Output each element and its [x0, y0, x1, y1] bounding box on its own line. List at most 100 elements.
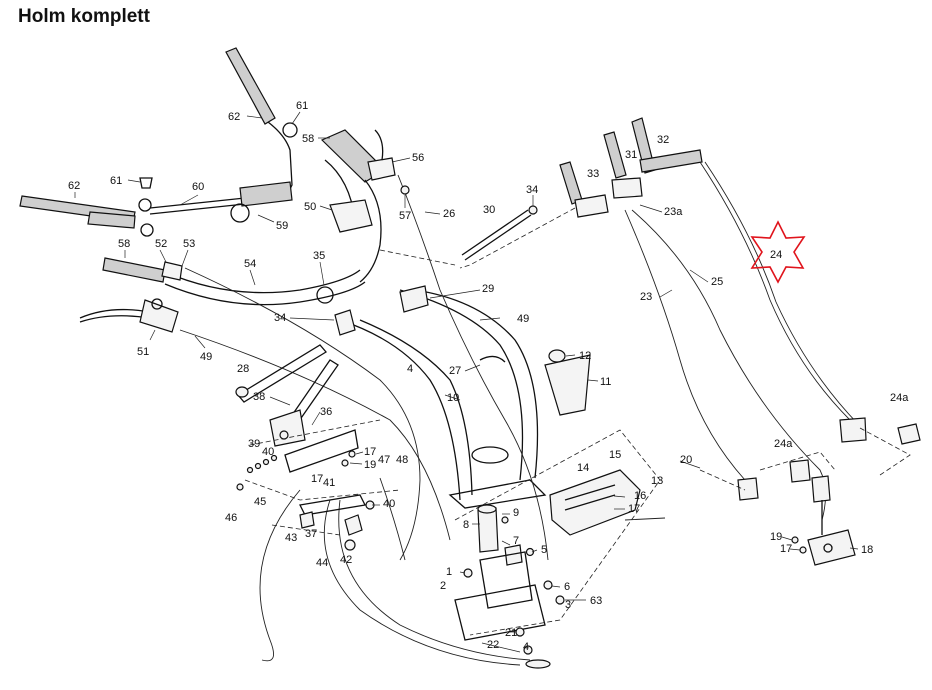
pivot-51 [151, 298, 163, 310]
label-59: 59 [276, 220, 288, 232]
housing-14-slot-2 [564, 494, 616, 511]
plate-36 [284, 429, 359, 473]
highlight-star [750, 220, 806, 284]
bolt-34 [528, 205, 538, 215]
label-42: 42 [340, 554, 352, 566]
highlight-label-24: 24 [770, 249, 782, 261]
cable-49 [179, 329, 451, 541]
dash-20 [699, 469, 746, 491]
grip-62-sleeve [87, 211, 136, 229]
leader-lines [74, 111, 859, 653]
clamp-35 [316, 286, 334, 304]
leader-35 [319, 261, 325, 286]
dashed-link-30-b [379, 249, 456, 266]
washer-19-right [791, 536, 799, 544]
label-21: 21 [505, 627, 517, 639]
leader-17a [355, 451, 364, 455]
label-38: 38 [253, 391, 265, 403]
label-49: 49 [517, 313, 529, 325]
label-34: 34 [526, 184, 538, 196]
leader-38 [269, 396, 291, 406]
label-2: 2 [440, 580, 446, 592]
left-lever-assembly [79, 261, 183, 333]
cable-23 [624, 209, 746, 481]
label-54: 54 [244, 258, 256, 270]
cable-24 [699, 161, 851, 421]
left-control-parts [235, 344, 401, 551]
label-48: 48 [396, 454, 408, 466]
label-39: 39 [248, 438, 260, 450]
leader-61b [127, 179, 141, 183]
grip-62-upper [225, 47, 276, 125]
leader-61a [291, 111, 301, 125]
label-11: 11 [600, 376, 611, 388]
dash-36 [249, 419, 381, 446]
dash-45 [244, 479, 401, 501]
part-44 [344, 539, 356, 551]
cable-22 [323, 499, 521, 666]
label-8: 8 [463, 519, 469, 531]
label-26: 26 [443, 208, 455, 220]
label-3: 3 [565, 599, 571, 611]
nut-6 [543, 580, 553, 590]
label-4-lower: 4 [523, 641, 529, 653]
part-9 [501, 516, 509, 524]
bracket-2 [479, 551, 533, 609]
label-17-mid: 17 [311, 473, 323, 485]
diagram-title: Holm komplett [18, 6, 150, 27]
sleeve-8-top [477, 504, 497, 514]
label-34-lower: 34 [274, 312, 286, 324]
label-58: 58 [302, 133, 314, 145]
label-7: 7 [513, 535, 519, 547]
block-50 [329, 199, 373, 233]
bracket-18-hole [823, 543, 833, 553]
housing-14-slot [564, 484, 616, 501]
grip-59 [239, 181, 293, 207]
rod-60-lower [149, 203, 246, 215]
washer-17-right [799, 546, 807, 554]
label-29: 29 [482, 283, 494, 295]
label-16: 16 [634, 490, 646, 502]
label-17-upper: 17 [364, 446, 376, 458]
clamp-59 [230, 203, 250, 223]
label-23a: 23a [664, 206, 683, 218]
leader-51 [149, 329, 156, 341]
label-10: 10 [447, 392, 459, 404]
label-51: 51 [137, 346, 149, 358]
leader-49b [194, 335, 206, 349]
leader-11 [587, 379, 599, 382]
label-47: 47 [378, 454, 390, 466]
leader-23 [659, 289, 673, 298]
leader-56 [391, 157, 411, 163]
dash-box-lower [454, 429, 661, 636]
label-19-right: 19 [770, 531, 782, 543]
washer-19 [341, 459, 349, 467]
label-24a-mid: 24a [774, 438, 793, 450]
leader-25 [689, 269, 709, 283]
bracket-11 [544, 354, 591, 416]
dash-24a-mid [759, 451, 836, 471]
frame-bracket-27 [479, 355, 506, 363]
label-37: 37 [305, 528, 317, 540]
part-42 [344, 514, 363, 536]
clamp-33 [574, 194, 609, 218]
upper-handlebar [19, 47, 298, 237]
label-45: 45 [254, 496, 266, 508]
label-13: 13 [651, 475, 663, 487]
dash-43 [271, 524, 341, 536]
cable-26 [397, 174, 549, 561]
handlebar-tube-lower-2 [164, 281, 366, 306]
clip-24a-top [897, 423, 921, 445]
bolt-5 [525, 547, 535, 557]
bracket-36-a [269, 409, 306, 447]
leader-22 [481, 642, 521, 653]
nut-61 [140, 223, 154, 237]
label-61: 61 [296, 100, 308, 112]
plate-3 [454, 584, 546, 641]
clamp-29-block [399, 285, 429, 313]
label-56: 56 [412, 152, 424, 164]
leader-12 [565, 354, 576, 357]
label-15: 15 [609, 449, 621, 461]
leader-52 [159, 249, 167, 263]
